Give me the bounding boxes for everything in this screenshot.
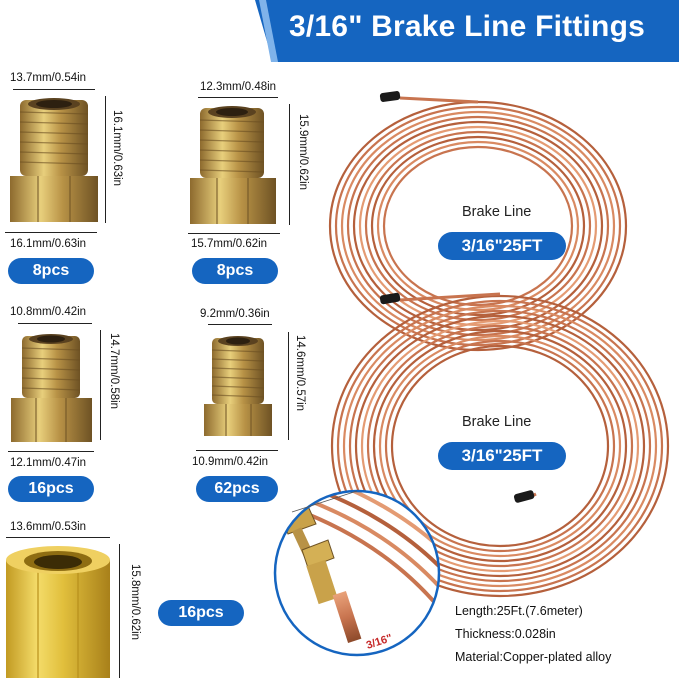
fitting-4-width: 9.2mm/0.36in xyxy=(200,308,270,320)
tube-cap-icon xyxy=(513,490,535,503)
fitting-3-qty-badge: 16pcs xyxy=(8,476,94,502)
fitting-3-width: 10.8mm/0.42in xyxy=(10,306,87,318)
tube-cap-icon xyxy=(379,91,401,102)
fitting-4-hex: 10.9mm/0.42in xyxy=(192,456,269,468)
fitting-4-qty-badge: 62pcs xyxy=(196,476,278,502)
spec-thickness: Thickness:0.028in xyxy=(455,627,556,641)
coil-2-size-badge: 3/16"25FT xyxy=(438,442,566,470)
coil-2-label: Brake Line xyxy=(462,414,532,430)
fitting-5-image xyxy=(6,546,110,678)
coil-1 xyxy=(328,100,628,352)
fitting-5-height: 15.8mm/0.62in xyxy=(129,564,141,641)
fitting-3-image xyxy=(11,334,92,442)
fitting-1-qty-badge: 8pcs xyxy=(8,258,94,284)
fitting-2-width: 12.3mm/0.48in xyxy=(200,81,277,93)
title-banner: 3/16" Brake Line Fittings xyxy=(255,0,679,62)
fitting-3-hex: 12.1mm/0.47in xyxy=(10,457,87,469)
fitting-1-width: 13.7mm/0.54in xyxy=(10,72,87,84)
page-title: 3/16" Brake Line Fittings xyxy=(289,10,645,43)
fitting-2-hex: 15.7mm/0.62in xyxy=(191,238,268,250)
coil-1-label: Brake Line xyxy=(462,204,532,220)
inset-image xyxy=(273,489,441,657)
coil-2 xyxy=(330,294,670,598)
coil-1-size-badge: 3/16"25FT xyxy=(438,232,566,260)
spec-material: Material:Copper-plated alloy xyxy=(455,650,612,664)
fitting-4-image xyxy=(204,336,272,436)
spec-length: Length:25Ft.(7.6meter) xyxy=(455,604,583,618)
fitting-2-qty-badge: 8pcs xyxy=(192,258,278,284)
tube-cap-icon xyxy=(379,292,401,305)
banner-shape xyxy=(255,0,679,62)
fitting-1-image xyxy=(10,98,98,222)
fitting-1-hex: 16.1mm/0.63in xyxy=(10,238,87,250)
fitting-1-height: 16.1mm/0.63in xyxy=(111,110,123,187)
fitting-2-image xyxy=(190,106,276,224)
brake-line-coils-image xyxy=(328,91,670,598)
fitting-3-height: 14.7mm/0.58in xyxy=(108,333,120,410)
fitting-5-width: 13.6mm/0.53in xyxy=(10,521,87,533)
fitting-5-qty-badge: 16pcs xyxy=(158,600,244,626)
